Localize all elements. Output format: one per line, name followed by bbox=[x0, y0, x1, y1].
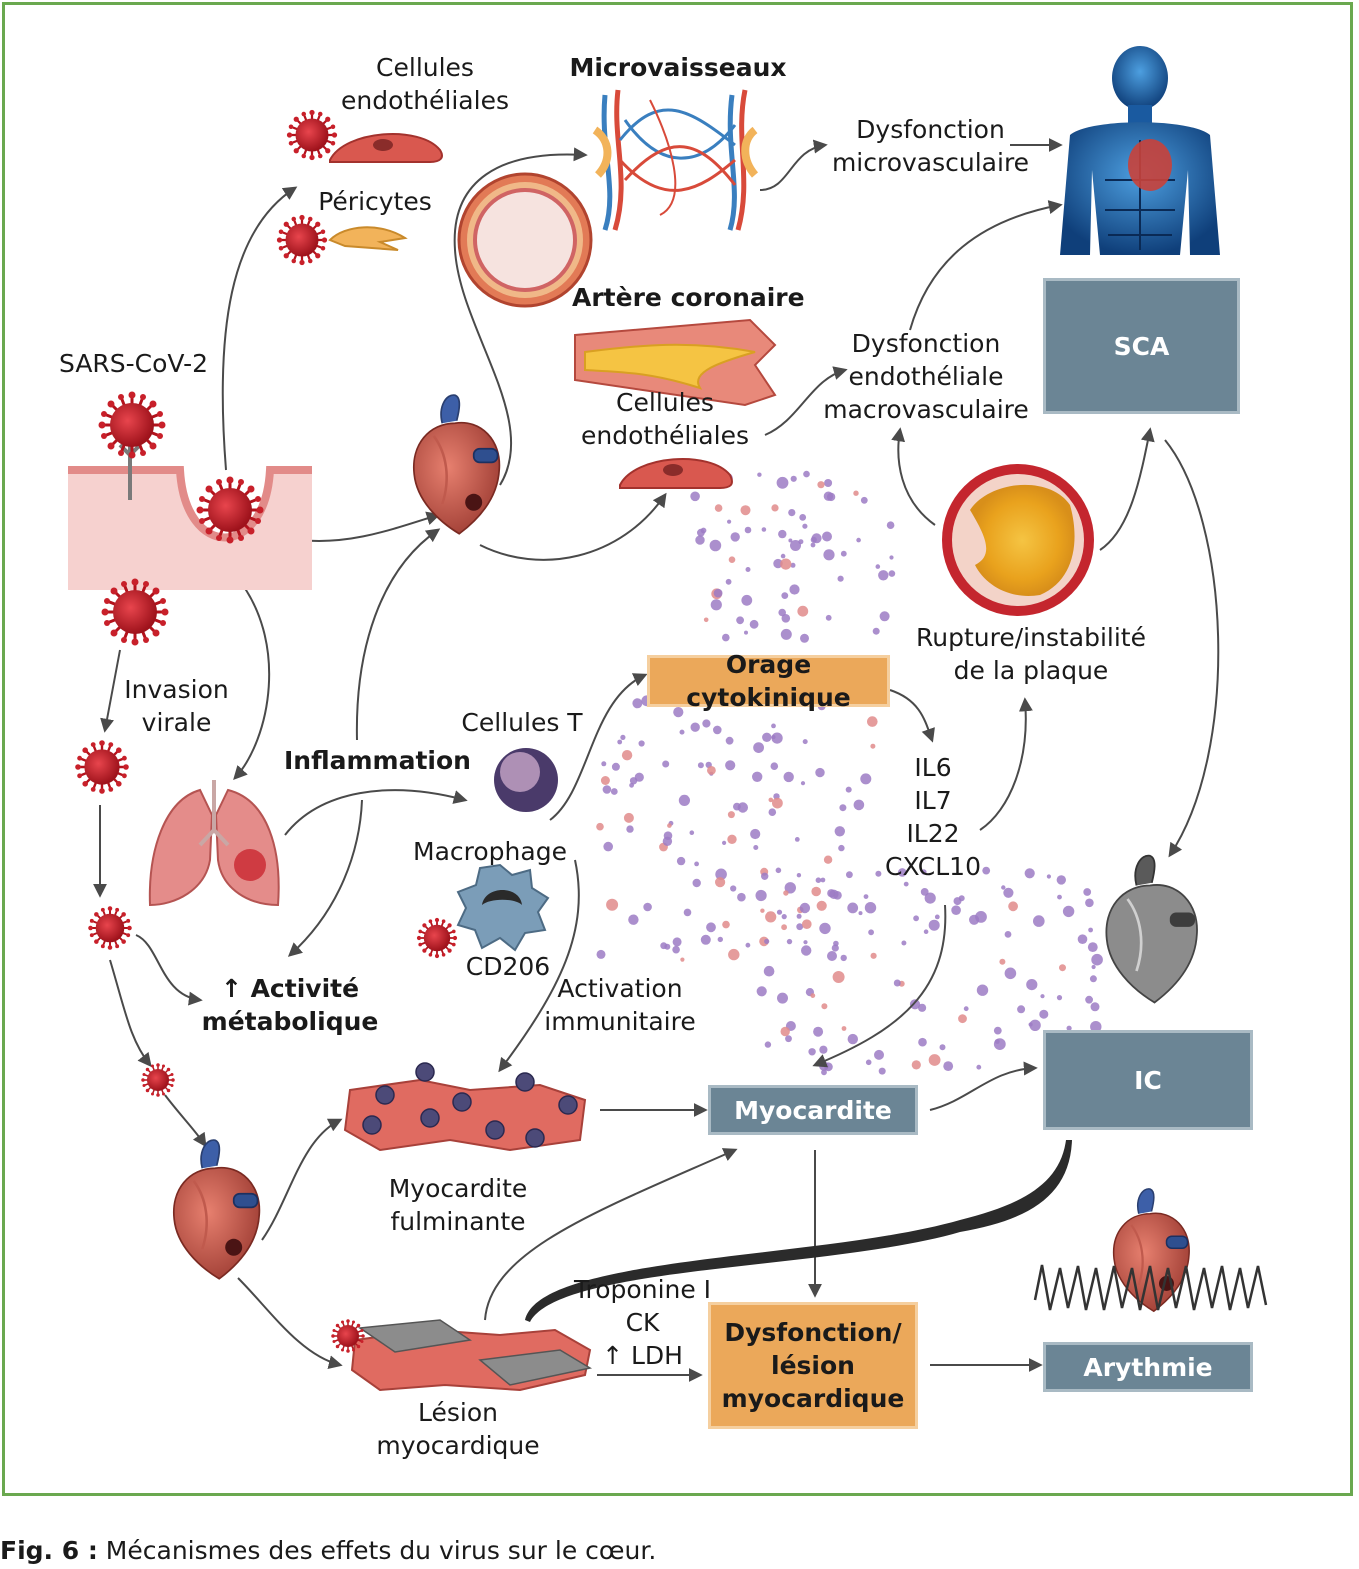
figure-caption-text: Mécanismes des effets du virus sur le cœ… bbox=[105, 1536, 657, 1565]
heart-icon bbox=[172, 1138, 261, 1281]
coronary-artery-icon bbox=[574, 318, 777, 407]
microvessels-label: Microvaisseaux bbox=[569, 53, 787, 82]
gray-heart-icon bbox=[1105, 854, 1198, 1004]
arrhythmia-box: Arythmie bbox=[1043, 1342, 1253, 1392]
virus-icon bbox=[87, 905, 133, 951]
virus-icon bbox=[73, 739, 131, 795]
endothelial-cell-icon-2 bbox=[619, 458, 733, 489]
macrophage-label: Macrophage bbox=[413, 837, 567, 866]
cytokine-storm-box: Orage cytokinique bbox=[647, 650, 890, 712]
microvessels-icon bbox=[592, 89, 759, 231]
coronary-artery-label: Artère coronaire bbox=[572, 283, 805, 312]
macrophage-icon bbox=[415, 863, 550, 959]
myocardial-lesion-icon bbox=[330, 1318, 593, 1392]
virus-icon bbox=[97, 390, 167, 460]
t-cell-icon bbox=[494, 748, 558, 812]
ecg-trace-icon bbox=[1033, 1264, 1268, 1311]
figure-caption: Fig. 6 : Mécanismes des effets du virus … bbox=[0, 1536, 656, 1565]
vessel-cross-section-icon bbox=[457, 172, 593, 308]
pericytes-label: Péricytes bbox=[318, 187, 432, 216]
endothelial-cell-icon bbox=[285, 108, 443, 163]
virus-icon bbox=[100, 577, 170, 647]
t-cells-label: Cellules T bbox=[461, 708, 583, 737]
figure-number: Fig. 6 : bbox=[0, 1536, 98, 1565]
plaque-rupture-icon bbox=[942, 464, 1094, 616]
virus-icon bbox=[140, 1062, 176, 1098]
lungs-icon bbox=[148, 780, 280, 907]
thick-arrow bbox=[525, 1140, 1072, 1322]
myocarditis-box: Myocardite bbox=[708, 1085, 918, 1135]
cd206-label: CD206 bbox=[465, 952, 551, 981]
cytokine-particles bbox=[596, 470, 1103, 1076]
virus-icon bbox=[195, 475, 265, 545]
flow-arrows bbox=[93, 138, 1220, 1382]
heart-icon bbox=[412, 393, 501, 536]
pericyte-icon bbox=[275, 213, 408, 267]
cell-membrane-icon bbox=[68, 440, 312, 590]
sca-box: SCA bbox=[1043, 278, 1240, 414]
myocarditis-cells-icon bbox=[343, 1062, 587, 1152]
ic-box: IC bbox=[1043, 1030, 1253, 1130]
figure-frame bbox=[2, 2, 1353, 1496]
sars-cov-2-label: SARS-CoV-2 bbox=[58, 349, 208, 378]
inflammation-label: Inflammation bbox=[284, 746, 471, 775]
human-body-icon bbox=[1060, 46, 1220, 255]
